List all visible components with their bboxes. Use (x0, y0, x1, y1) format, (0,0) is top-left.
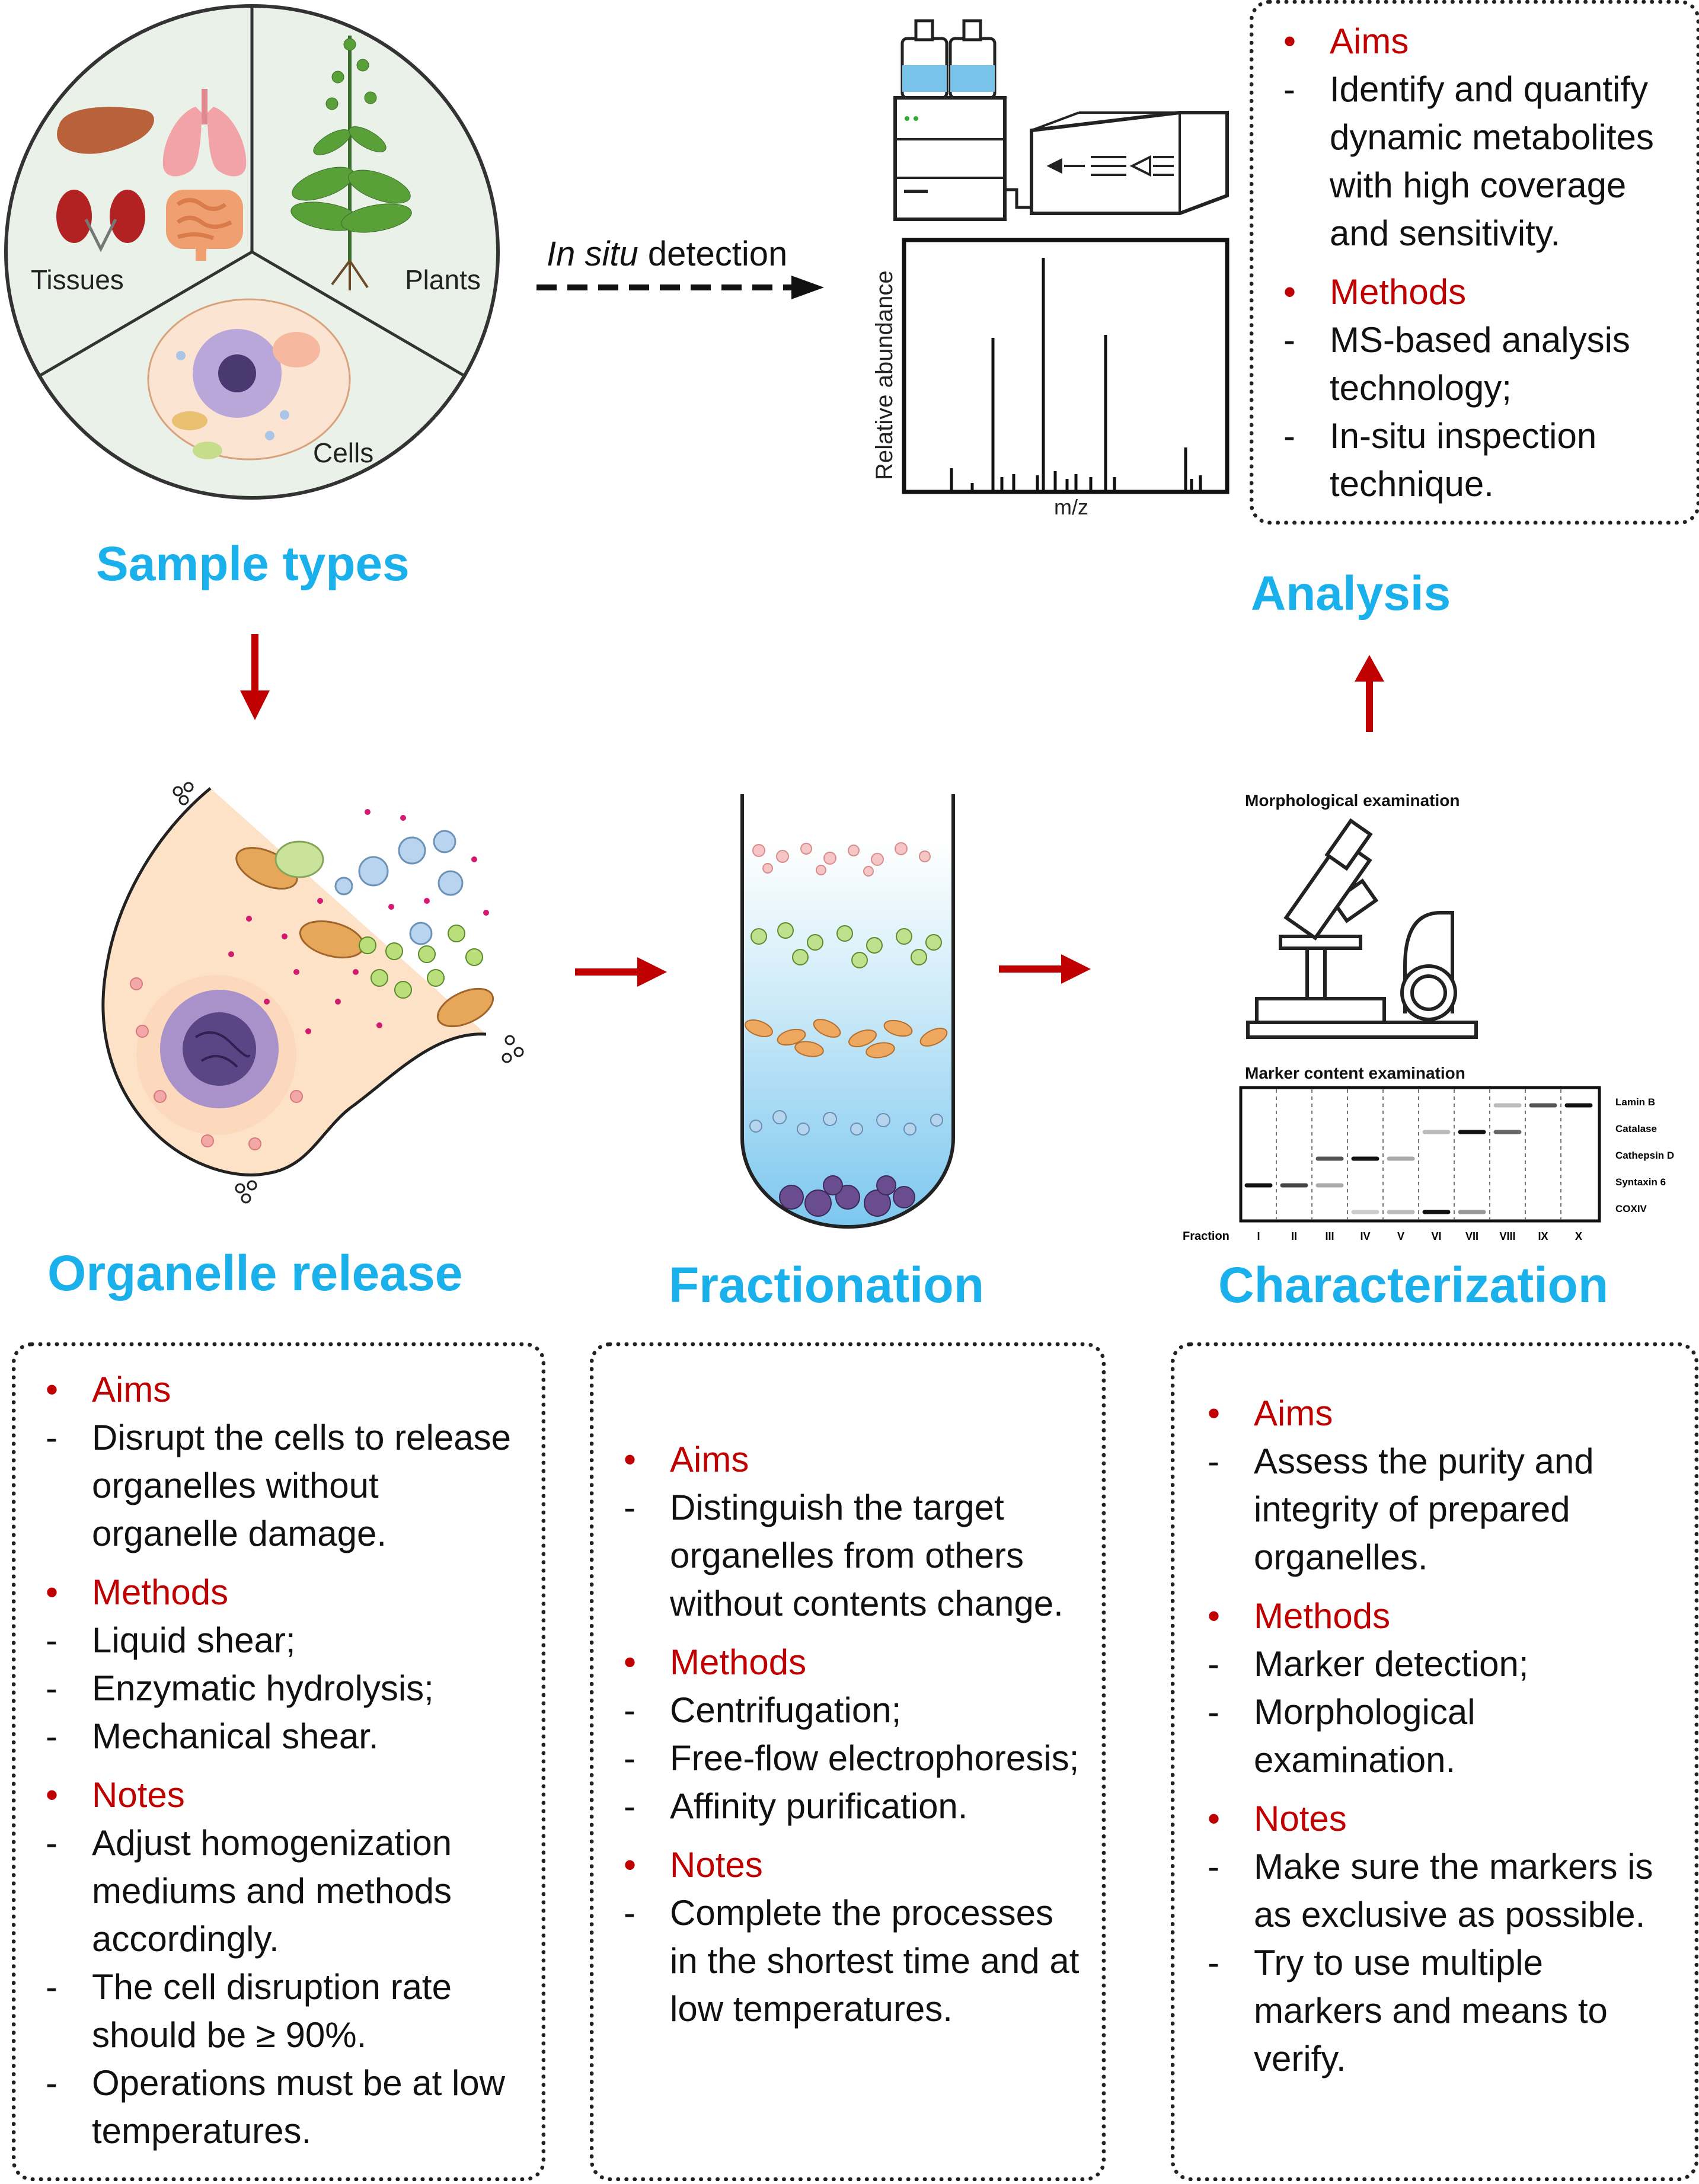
intestine-icon (166, 190, 243, 261)
centrifuge-tube (740, 794, 955, 1229)
liver-icon (57, 107, 154, 154)
release-methods-heading: •Methods (46, 1572, 229, 1612)
characterization-notes-heading: •Notes (1208, 1799, 1347, 1838)
organelle-release-title: Organelle release (47, 1245, 463, 1301)
marker-content-title: Marker content examination (1245, 1064, 1465, 1082)
arrow-up-icon (1355, 655, 1384, 732)
fraction-tick: VIII (1499, 1230, 1515, 1242)
tissues-label: Tissues (31, 264, 124, 295)
release-note-item: -The cell disruption rate should be ≥ 90… (46, 1967, 452, 2055)
characterization-title: Characterization (1218, 1257, 1609, 1313)
fraction-tick: VII (1465, 1230, 1478, 1242)
fraction-tick: IV (1360, 1230, 1370, 1242)
spectrum-peaks (950, 258, 1202, 491)
characterization-aim-item: -Assess the purity and integrity of prep… (1208, 1441, 1594, 1577)
kidneys-icon (56, 190, 145, 252)
fractionation-aims-heading: •Aims (624, 1440, 749, 1479)
characterization-aims-heading: •Aims (1208, 1393, 1333, 1433)
characterization-method-item: -Morphological examination. (1208, 1692, 1476, 1780)
release-method-item: -Enzymatic hydrolysis; (46, 1668, 434, 1708)
characterization-note-item: -Try to use multiple markers and means t… (1208, 1943, 1608, 2079)
insitu-detection-label: In situ detection (547, 234, 787, 274)
marker-label: Catalase (1615, 1123, 1657, 1134)
arrow-down-icon (240, 634, 270, 720)
analysis-methods-heading: •Methods (1283, 272, 1467, 312)
plants-label: Plants (405, 264, 481, 295)
fractionation-aim-item: -Distinguish the target organelles from … (624, 1488, 1064, 1623)
fractionation-method-item: -Centrifugation; (624, 1690, 902, 1730)
cells-label: Cells (313, 437, 373, 468)
release-aims-heading: •Aims (46, 1370, 171, 1409)
organelle-release-info-box: •Aims -Disrupt the cells to release orga… (12, 1342, 545, 2181)
spectrum-ylabel: Relative abundance (871, 270, 898, 480)
insitu-italic: In situ (547, 235, 638, 273)
western-blot: Lamin B Catalase Cathepsin D Syntaxin 6 … (1183, 1086, 1674, 1243)
release-aim-item: -Disrupt the cells to release organelles… (46, 1418, 511, 1553)
fractionation-notes-heading: •Notes (624, 1845, 763, 1885)
marker-label: Syntaxin 6 (1615, 1176, 1666, 1188)
marker-label: COXIV (1615, 1203, 1647, 1214)
analysis-method-item: -MS-based analysis technology; (1283, 320, 1630, 408)
analysis-title: Analysis (1251, 567, 1451, 621)
cell-icon (147, 298, 351, 461)
characterization-info-box: •Aims -Assess the purity and integrity o… (1171, 1342, 1698, 2181)
morphological-examination-title: Morphological examination (1245, 791, 1460, 810)
spectrum-xlabel: m/z (1054, 495, 1088, 519)
fraction-tick: III (1325, 1230, 1334, 1242)
fractionation-note-item: -Complete the processes in the shortest … (624, 1893, 1080, 2029)
fraction-tick: X (1575, 1230, 1582, 1242)
dashed-arrow-icon (536, 276, 824, 299)
fraction-tick: IX (1538, 1230, 1548, 1242)
release-method-item: -Liquid shear; (46, 1620, 296, 1660)
fraction-label: Fraction (1183, 1230, 1229, 1243)
plant-icon (290, 36, 412, 290)
fraction-tick: VI (1431, 1230, 1441, 1242)
microscope-icon (1246, 818, 1478, 1039)
arrow-right-icon (575, 957, 667, 987)
analysis-aims-heading: •Aims (1283, 21, 1409, 61)
fraction-tick: V (1397, 1230, 1404, 1242)
release-notes-heading: •Notes (46, 1775, 185, 1815)
release-note-item: -Operations must be at low temperatures. (46, 2063, 506, 2151)
fractionation-title: Fractionation (669, 1257, 985, 1313)
characterization-methods-heading: •Methods (1208, 1596, 1391, 1636)
sample-types-title: Sample types (96, 537, 410, 591)
characterization-method-item: -Marker detection; (1208, 1644, 1529, 1684)
insitu-rest: detection (638, 235, 788, 273)
fractionation-method-item: -Free-flow electrophoresis; (624, 1738, 1080, 1778)
characterization-note-item: -Make sure the markers is as exclusive a… (1208, 1847, 1653, 1934)
release-note-item: -Adjust homogenization mediums and metho… (46, 1823, 452, 1959)
fraction-tick: I (1257, 1230, 1260, 1242)
fractionation-methods-heading: •Methods (624, 1642, 807, 1682)
analysis-aim-item: -Identify and quantify dynamic metabolit… (1283, 69, 1654, 253)
mass-spectrum: Relative abundance m/z (871, 238, 1229, 519)
fractionation-info-box: •Aims -Distinguish the target organelles… (590, 1342, 1106, 2181)
lc-ms-instrument-icon (893, 19, 1229, 221)
sample-types-circle: Tissues Plants Cells (4, 4, 500, 500)
arrow-right-icon (999, 954, 1091, 984)
analysis-method-item: -In-situ inspection technique. (1283, 416, 1597, 504)
broken-cell-illustration (101, 782, 524, 1204)
lungs-icon (162, 89, 247, 177)
analysis-info-box: •Aims -Identify and quantify dynamic met… (1250, 0, 1699, 525)
fraction-tick: II (1291, 1230, 1297, 1242)
fractionation-method-item: -Affinity purification. (624, 1786, 968, 1826)
marker-label: Cathepsin D (1615, 1150, 1674, 1161)
release-method-item: -Mechanical shear. (46, 1716, 379, 1756)
marker-label: Lamin B (1615, 1096, 1655, 1108)
